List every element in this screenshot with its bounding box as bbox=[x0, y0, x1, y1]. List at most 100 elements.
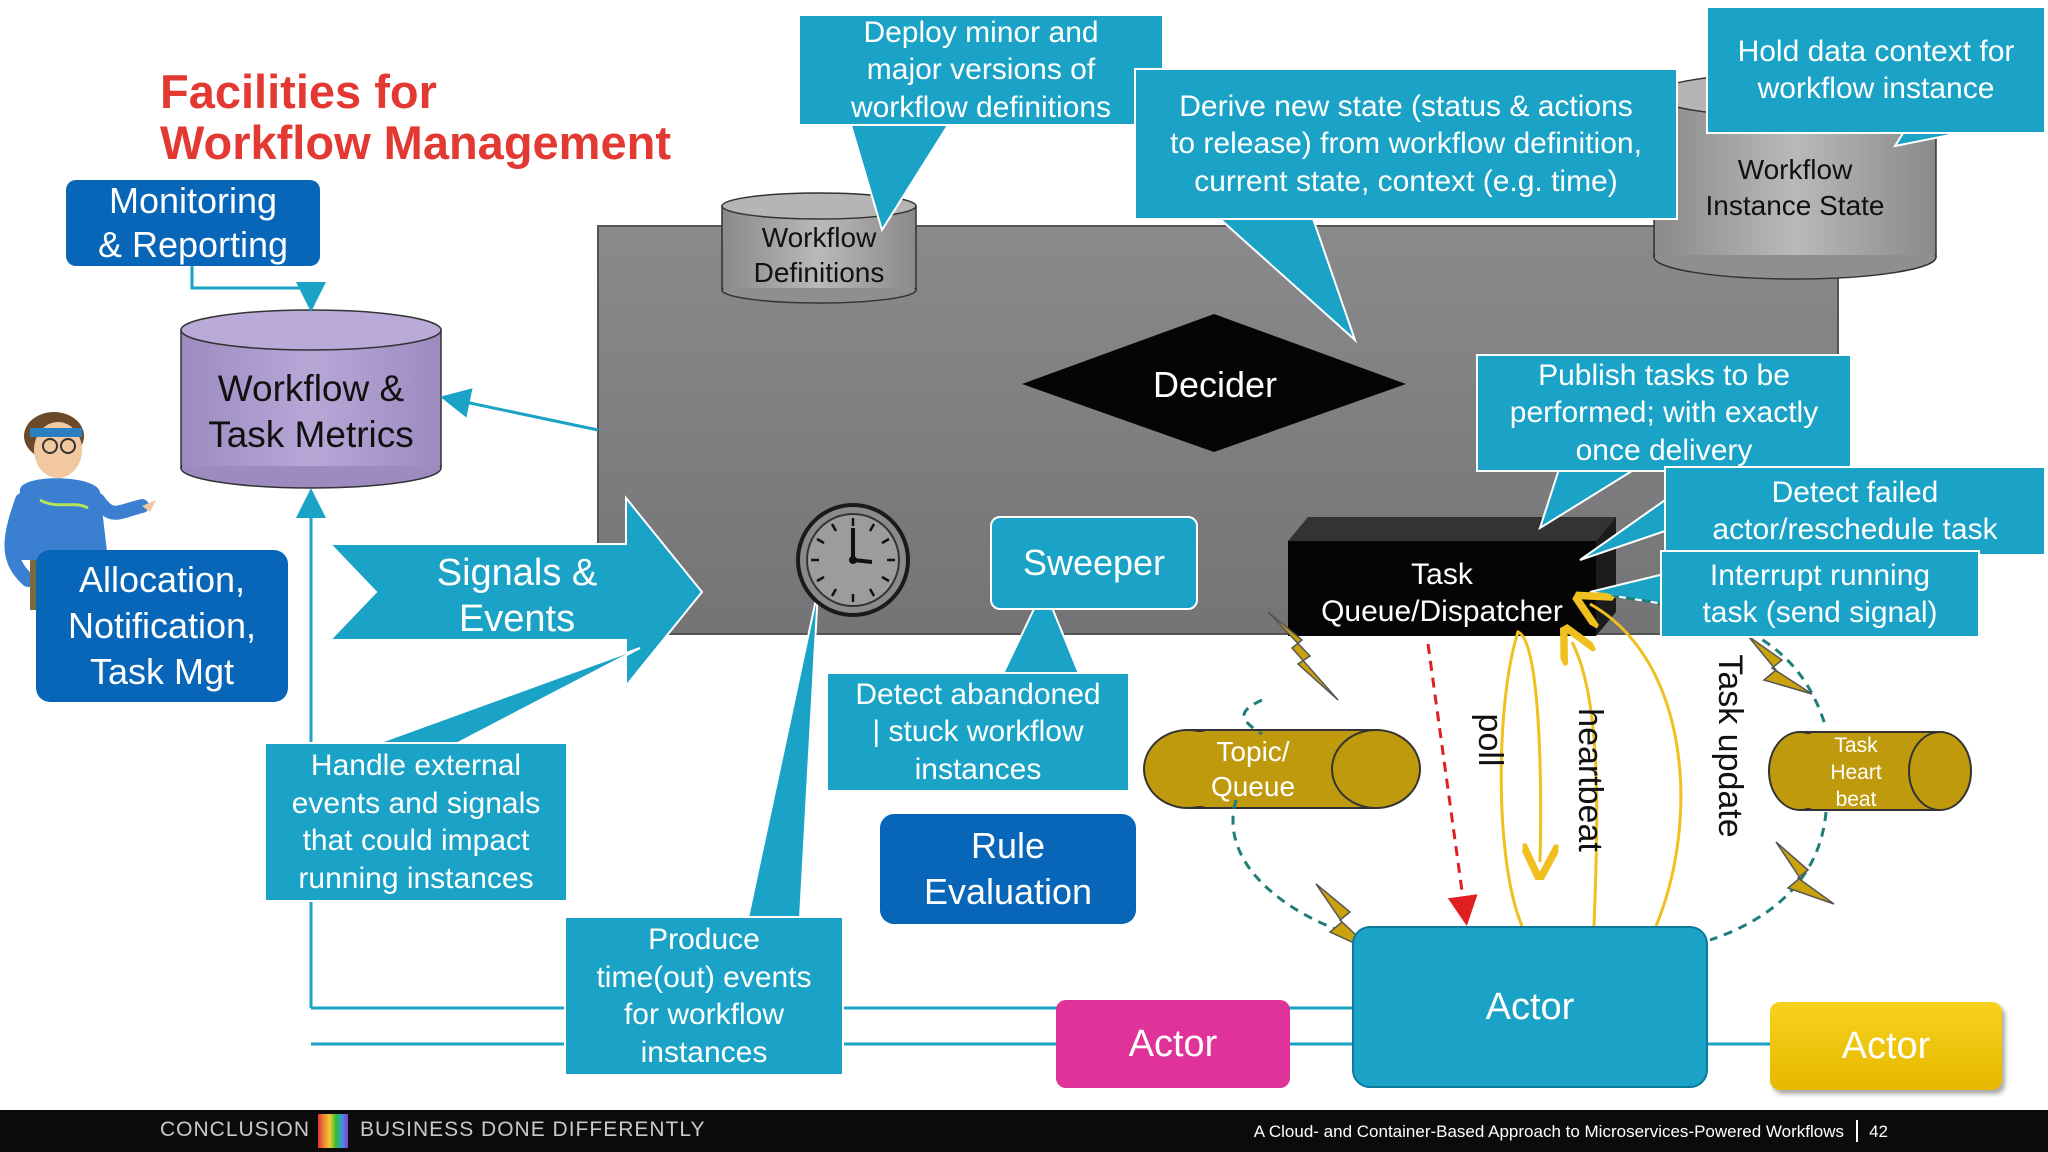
title-line-1: Facilities for bbox=[160, 65, 437, 118]
box-text: Sweeper bbox=[1022, 542, 1166, 583]
callout-text: Deploy minor and bbox=[863, 15, 1099, 49]
callout-text: actor/reschedule task bbox=[1712, 513, 1998, 546]
label-text: Task bbox=[1834, 734, 1878, 757]
callout-text: instances bbox=[914, 752, 1042, 786]
footer-business: BUSINESS DONE DIFFERENTLY bbox=[360, 1118, 706, 1141]
timeout-callout-tail bbox=[746, 589, 819, 919]
footer-rainbow-divider bbox=[318, 1114, 348, 1148]
callout-text: time(out) events bbox=[596, 960, 812, 994]
task-queue-top bbox=[1288, 517, 1616, 541]
box-text: Actor bbox=[1128, 1022, 1218, 1065]
label-text: Queue bbox=[1210, 771, 1296, 802]
footer-conclusion: CONCLUSION bbox=[160, 1118, 311, 1141]
label-text: Task Metrics bbox=[208, 414, 414, 455]
derive-callout: Derive new state (status & actions to re… bbox=[1134, 68, 1678, 220]
label-text: Workflow bbox=[1737, 154, 1853, 185]
box-text: Actor bbox=[1485, 985, 1575, 1028]
deploy-callout: Deploy minor and major versions of workf… bbox=[798, 14, 1164, 126]
label-text: Events bbox=[458, 598, 576, 640]
callout-text: to release) from workflow definition, bbox=[1170, 127, 1642, 161]
monitoring-reporting-box: Monitoring & Reporting bbox=[66, 180, 320, 266]
decider-diamond bbox=[1022, 314, 1406, 452]
topic-queue-cylinder bbox=[1143, 729, 1421, 809]
label-text: beat bbox=[1835, 788, 1877, 811]
title-line-2: Workflow Management bbox=[160, 116, 671, 169]
actor-yellow-box: Actor bbox=[1770, 1002, 2002, 1090]
callout-text: Detect abandoned bbox=[855, 677, 1101, 711]
label-text: Definitions bbox=[753, 257, 885, 288]
box-text: Allocation, bbox=[78, 559, 246, 600]
task-heartbeat-label: Task Heart beat bbox=[1800, 732, 1912, 813]
callout-text: workflow definitions bbox=[850, 90, 1112, 124]
person-illustration bbox=[4, 412, 156, 610]
external-events-callout: Handle external events and signals that … bbox=[264, 742, 568, 902]
label-text: Workflow bbox=[761, 222, 877, 253]
decider-label: Decider bbox=[1100, 362, 1330, 407]
label-text: Instance State bbox=[1705, 190, 1885, 221]
box-text: Monitoring bbox=[108, 180, 278, 221]
task-heartbeat-cylinder bbox=[1768, 731, 1972, 811]
footer-subtitle: A Cloud- and Container-Based Approach to… bbox=[1253, 1122, 1844, 1141]
box-text: Evaluation bbox=[923, 871, 1093, 912]
metrics-cylinder bbox=[180, 309, 442, 489]
label-text: Topic/ bbox=[1216, 736, 1290, 767]
actor-main-box: Actor bbox=[1352, 926, 1708, 1088]
interrupt-callout: Interrupt running task (send signal) bbox=[1660, 550, 1980, 638]
callout-text: major versions of bbox=[866, 53, 1096, 87]
callout-text: task (send signal) bbox=[1702, 596, 1938, 629]
label-text: Decider bbox=[1152, 364, 1278, 405]
callout-text: events and signals bbox=[291, 786, 541, 820]
callout-text: | stuck workflow bbox=[872, 715, 1084, 749]
heartbeat-up-arrow bbox=[1572, 642, 1599, 927]
task-queue-label: Task Queue/Dispatcher bbox=[1288, 556, 1596, 630]
callout-text: workflow instance bbox=[1757, 72, 1995, 105]
poll-label: poll bbox=[1471, 713, 1509, 767]
callout-text: Interrupt running bbox=[1709, 558, 1931, 592]
footer-bar: CONCLUSION BUSINESS DONE DIFFERENTLY A C… bbox=[0, 1110, 2048, 1152]
page-title: Facilities for Workflow Management bbox=[160, 66, 671, 168]
engine-to-metrics-line bbox=[440, 388, 599, 432]
topic-dashed-curve-top bbox=[1242, 698, 1263, 736]
definitions-label: Workflow Definitions bbox=[722, 220, 916, 290]
box-text: Rule bbox=[970, 825, 1046, 866]
task-update-arrow bbox=[1590, 604, 1683, 927]
box-text: & Reporting bbox=[97, 224, 289, 265]
lightning-icon bbox=[1775, 841, 1835, 905]
topic-queue-label: Topic/ Queue bbox=[1160, 734, 1346, 804]
abandoned-callout: Detect abandoned | stuck workflow instan… bbox=[826, 672, 1130, 792]
heartbeat-label: heartbeat bbox=[1571, 708, 1609, 852]
box-text: Actor bbox=[1841, 1024, 1931, 1067]
page-number: 42 bbox=[1869, 1122, 1888, 1141]
label-text: Queue/Dispatcher bbox=[1321, 595, 1563, 628]
actor-pink-box: Actor bbox=[1056, 1000, 1290, 1088]
callout-text: once delivery bbox=[1575, 433, 1753, 467]
callout-text: performed; with exactly bbox=[1509, 396, 1819, 430]
signals-events-label: Signals & Events bbox=[392, 550, 642, 642]
task-update-label: Task update bbox=[1711, 654, 1749, 838]
callout-text: for workflow bbox=[623, 998, 785, 1031]
callout-text: Handle external bbox=[310, 749, 522, 782]
detect-failed-callout: Detect failed actor/reschedule task bbox=[1664, 466, 2046, 556]
poll-arrow bbox=[1426, 643, 1478, 926]
clock-icon bbox=[796, 503, 910, 617]
external-callout-tail bbox=[369, 647, 641, 747]
label-text: Workflow & bbox=[217, 368, 405, 409]
rule-evaluation-box: Rule Evaluation bbox=[880, 814, 1136, 924]
callout-text: running instances bbox=[298, 861, 534, 895]
callout-text: Detect failed bbox=[1771, 475, 1939, 509]
callout-text: instances bbox=[640, 1035, 768, 1069]
box-text: Task Mgt bbox=[89, 651, 235, 692]
hold-callout: Hold data context for workflow instance bbox=[1706, 6, 2046, 134]
heartbeat-loop-arrow bbox=[1499, 630, 1540, 927]
lightning-icon bbox=[1267, 611, 1339, 701]
lightning-icon bbox=[1747, 635, 1813, 695]
footer-separator bbox=[1856, 1120, 1858, 1142]
publish-callout: Publish tasks to be performed; with exac… bbox=[1476, 354, 1852, 472]
box-text: Notification, bbox=[67, 605, 257, 646]
sweeper-box: Sweeper bbox=[990, 516, 1198, 610]
callout-text: Publish tasks to be bbox=[1538, 358, 1790, 392]
label-text: Heart bbox=[1830, 761, 1882, 784]
metrics-label: Workflow & Task Metrics bbox=[181, 366, 441, 458]
callout-text: that could impact bbox=[302, 824, 530, 857]
